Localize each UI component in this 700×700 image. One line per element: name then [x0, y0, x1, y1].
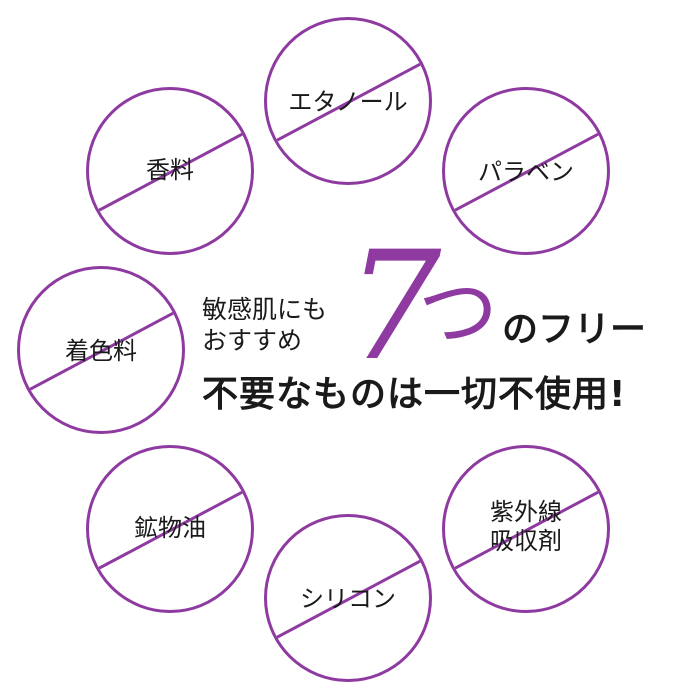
free-item-label: エタノール — [288, 88, 408, 116]
free-item-uv-absorber: 紫外線 吸収剤 — [442, 445, 610, 613]
free-item-label: 鉱物油 — [134, 514, 206, 542]
headline-counter: つ — [418, 266, 498, 359]
headline-subline: 不要なものは一切不使用! — [202, 374, 627, 415]
headline-suffix: のフリー — [502, 309, 647, 350]
free-item-label: 紫外線 吸収剤 — [490, 498, 562, 555]
free-item-ethanol: エタノール — [264, 17, 432, 185]
free-item-label: シリコン — [300, 585, 396, 613]
headline-line-1: 敏感肌にも — [202, 295, 328, 324]
free-item-fragrance: 香料 — [86, 87, 254, 255]
free-item-colorant: 着色料 — [17, 266, 185, 434]
free-item-label: 着色料 — [65, 337, 137, 365]
free-item-label: 香料 — [146, 156, 194, 184]
free-item-silicone: シリコン — [264, 514, 432, 682]
headline-number: 7 — [346, 220, 442, 394]
headline-line-2: おすすめ — [202, 326, 303, 355]
free-item-label: パラベン — [478, 158, 574, 186]
free-item-mineral-oil: 鉱物油 — [86, 445, 254, 613]
free-item-paraben: パラベン — [442, 87, 610, 255]
headline-intro: 敏感肌にも おすすめ — [202, 294, 327, 356]
